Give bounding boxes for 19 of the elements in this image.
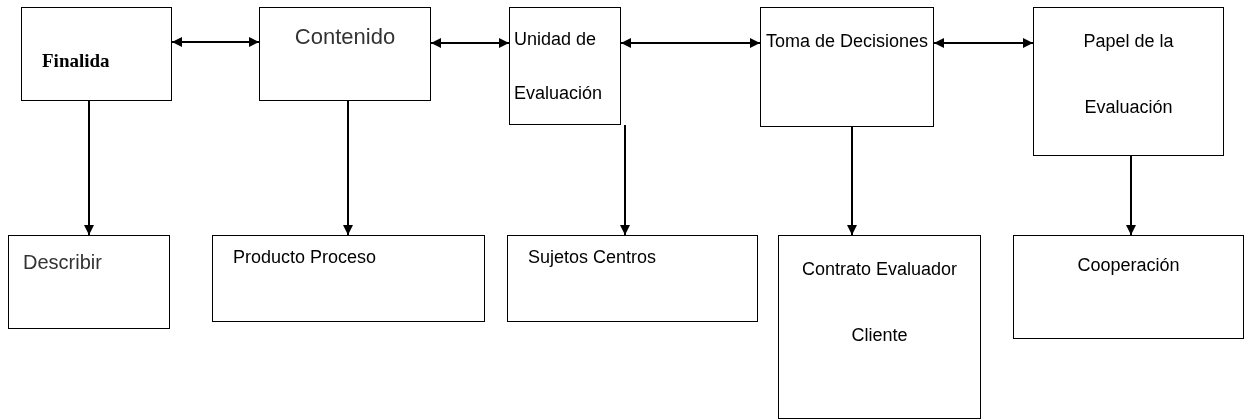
arrow bbox=[171, 37, 260, 47]
text-box: Producto Proceso bbox=[212, 235, 485, 322]
text-box: Toma de Decisiones bbox=[760, 7, 934, 127]
text-box: Describir bbox=[8, 235, 170, 329]
text-box: Unidad de Evaluación bbox=[509, 7, 621, 125]
arrow bbox=[620, 38, 761, 48]
text-box: Contrato Evaluador Cliente bbox=[778, 235, 981, 419]
text-box: Finalida bbox=[21, 7, 172, 101]
text-box: Contenido bbox=[259, 7, 431, 101]
arrow bbox=[847, 126, 857, 236]
arrow bbox=[1126, 155, 1136, 236]
text-box: Cooperación bbox=[1013, 235, 1244, 339]
arrow bbox=[343, 100, 353, 236]
text-box: Papel de la Evaluación bbox=[1033, 7, 1224, 156]
arrow bbox=[933, 38, 1034, 48]
arrow bbox=[430, 38, 510, 48]
arrow bbox=[620, 124, 630, 236]
text-box: Sujetos Centros bbox=[507, 235, 758, 322]
arrow bbox=[84, 100, 94, 236]
